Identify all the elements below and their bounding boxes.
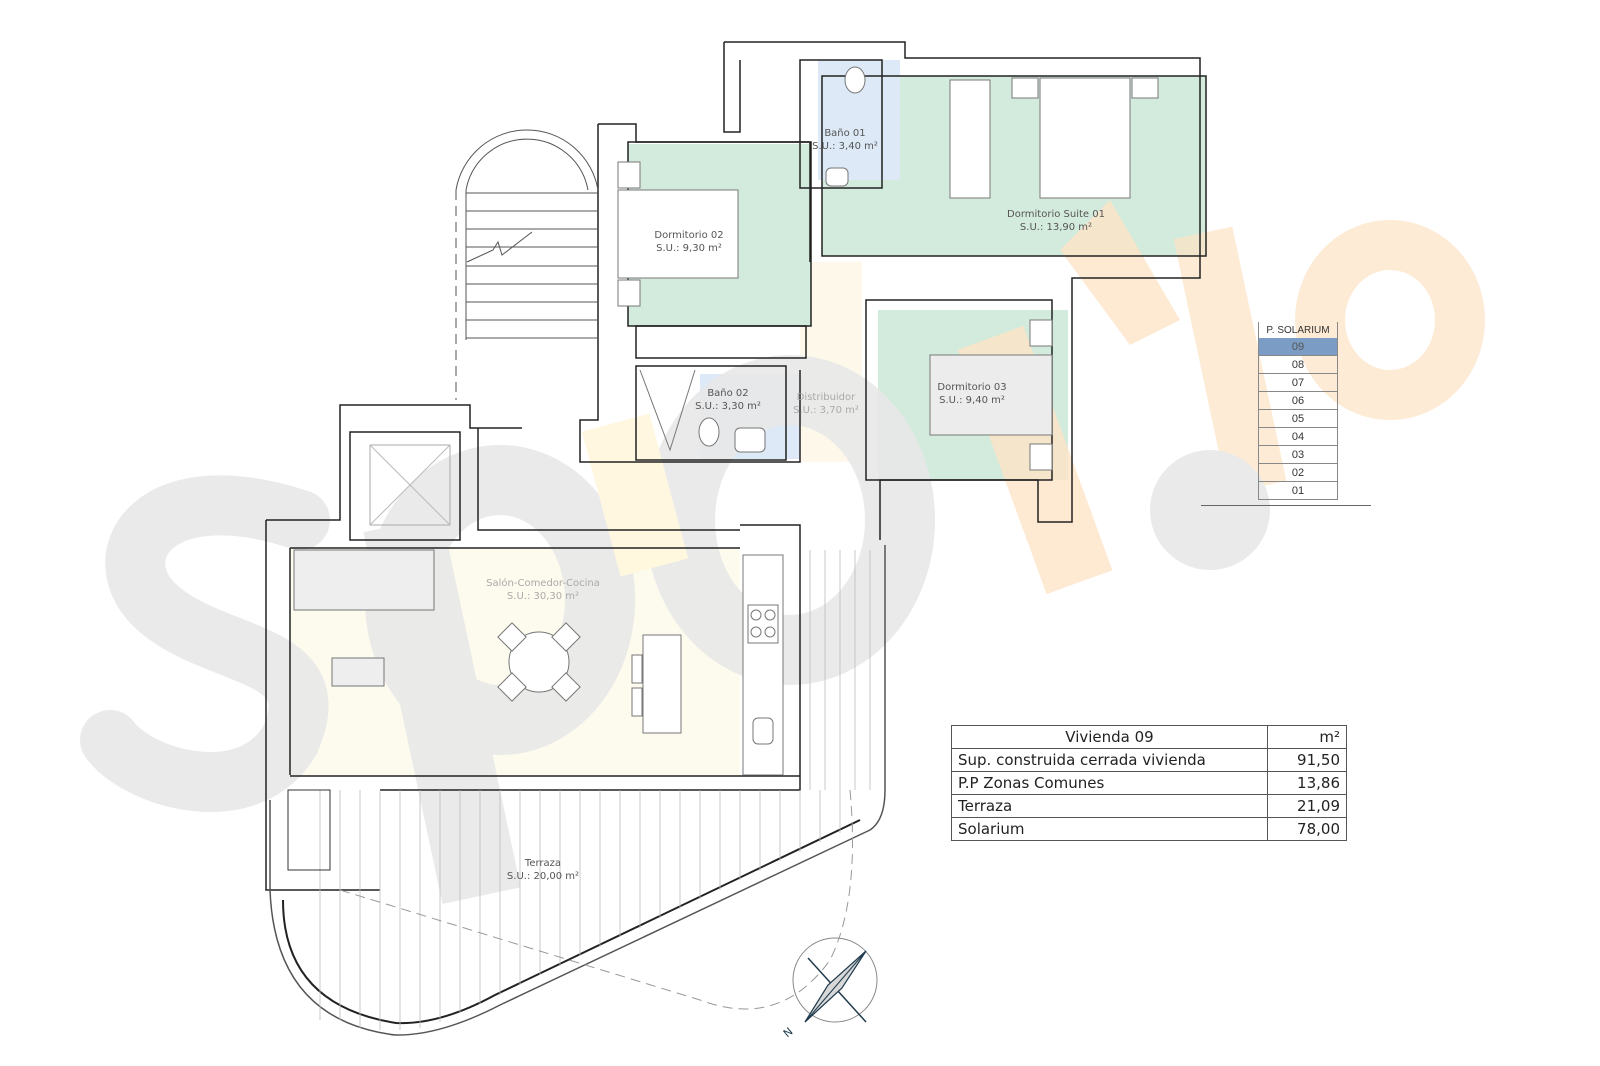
- toilet: [844, 66, 866, 94]
- dining-table: [508, 631, 570, 693]
- table-row: P.P Zonas Comunes 13,86: [951, 771, 1347, 795]
- area-table-unit: m²: [1267, 725, 1347, 749]
- area-row-label: Solarium: [951, 817, 1268, 841]
- dining-chair: [551, 622, 581, 652]
- bar-stool: [631, 687, 643, 717]
- toilet: [698, 417, 720, 447]
- area-row-value: 78,00: [1267, 817, 1347, 841]
- washbasin: [734, 427, 766, 453]
- nightstand: [1131, 77, 1159, 99]
- area-row-label: P.P Zonas Comunes: [951, 771, 1268, 795]
- washbasin: [825, 167, 849, 187]
- bar-stool: [631, 654, 643, 684]
- nightstand: [1029, 443, 1053, 471]
- nightstand: [617, 279, 641, 307]
- area-summary-table: Vivienda 09 m² Sup. construida cerrada v…: [951, 725, 1347, 841]
- room-label-salon: Salón-Comedor-Cocina S.U.: 30,30 m²: [486, 578, 600, 602]
- staircase: [455, 129, 599, 400]
- sofa: [293, 549, 435, 611]
- room-label-dormitorio-03: Dormitorio 03 S.U.: 9,40 m²: [937, 382, 1007, 406]
- floor-item-01[interactable]: 01: [1258, 481, 1338, 500]
- nightstand: [1011, 77, 1039, 99]
- room-label-terraza: Terraza S.U.: 20,00 m²: [506, 858, 580, 882]
- area-row-label: Terraza: [951, 794, 1268, 818]
- dining-chair: [497, 672, 527, 702]
- floor-selector-baseline: [1201, 505, 1371, 506]
- bed-dorm-02: [617, 189, 739, 279]
- furniture: [293, 66, 1159, 776]
- area-row-value: 21,09: [1267, 794, 1347, 818]
- room-label-bano-01: Baño 01 S.U.: 3,40 m²: [812, 128, 878, 152]
- coffee-table: [331, 657, 385, 687]
- kitchen-island: [642, 634, 682, 734]
- nightstand: [1029, 319, 1053, 347]
- table-row: Sup. construida cerrada vivienda 91,50: [951, 748, 1347, 772]
- floor-selector-title: P. SOLARIUM: [1258, 322, 1338, 338]
- floor-item-03[interactable]: 03: [1258, 445, 1338, 464]
- area-row-label: Sup. construida cerrada vivienda: [951, 748, 1268, 772]
- compass-icon: [792, 937, 878, 1023]
- floor-item-07[interactable]: 07: [1258, 373, 1338, 392]
- room-label-dormitorio-02: Dormitorio 02 S.U.: 9,30 m²: [654, 230, 724, 254]
- floor-item-02[interactable]: 02: [1258, 463, 1338, 482]
- table-row: Terraza 21,09: [951, 794, 1347, 818]
- bed-dorm-03: [929, 354, 1053, 436]
- sink: [752, 717, 774, 745]
- floor-item-05[interactable]: 05: [1258, 409, 1338, 428]
- area-row-value: 13,86: [1267, 771, 1347, 795]
- bed-suite: [1039, 77, 1131, 199]
- room-label-suite-01: Dormitorio Suite 01 S.U.: 13,90 m²: [1007, 209, 1105, 233]
- wardrobe-suite: [949, 79, 991, 199]
- room-label-bano-02: Baño 02 S.U.: 3,30 m²: [695, 388, 761, 412]
- area-table-title: Vivienda 09: [951, 725, 1268, 749]
- floor-item-08[interactable]: 08: [1258, 355, 1338, 374]
- terrace: [269, 545, 886, 1036]
- elevator-shaft: [369, 444, 451, 526]
- table-row: Solarium 78,00: [951, 817, 1347, 841]
- floor-item-06[interactable]: 06: [1258, 391, 1338, 410]
- area-row-value: 91,50: [1267, 748, 1347, 772]
- floor-item-09[interactable]: 09: [1258, 338, 1338, 356]
- dining-chair: [551, 672, 581, 702]
- room-label-distribuidor: Distribuidor S.U.: 3,70 m²: [793, 392, 859, 416]
- area-table-header: Vivienda 09 m²: [951, 725, 1347, 749]
- dining-chair: [497, 622, 527, 652]
- floor-selector: P. SOLARIUM 09 08 07 06 05 04 03 02 01: [1258, 322, 1338, 500]
- hob: [747, 604, 779, 644]
- nightstand: [617, 161, 641, 189]
- floor-item-04[interactable]: 04: [1258, 427, 1338, 446]
- walls: [265, 41, 1207, 891]
